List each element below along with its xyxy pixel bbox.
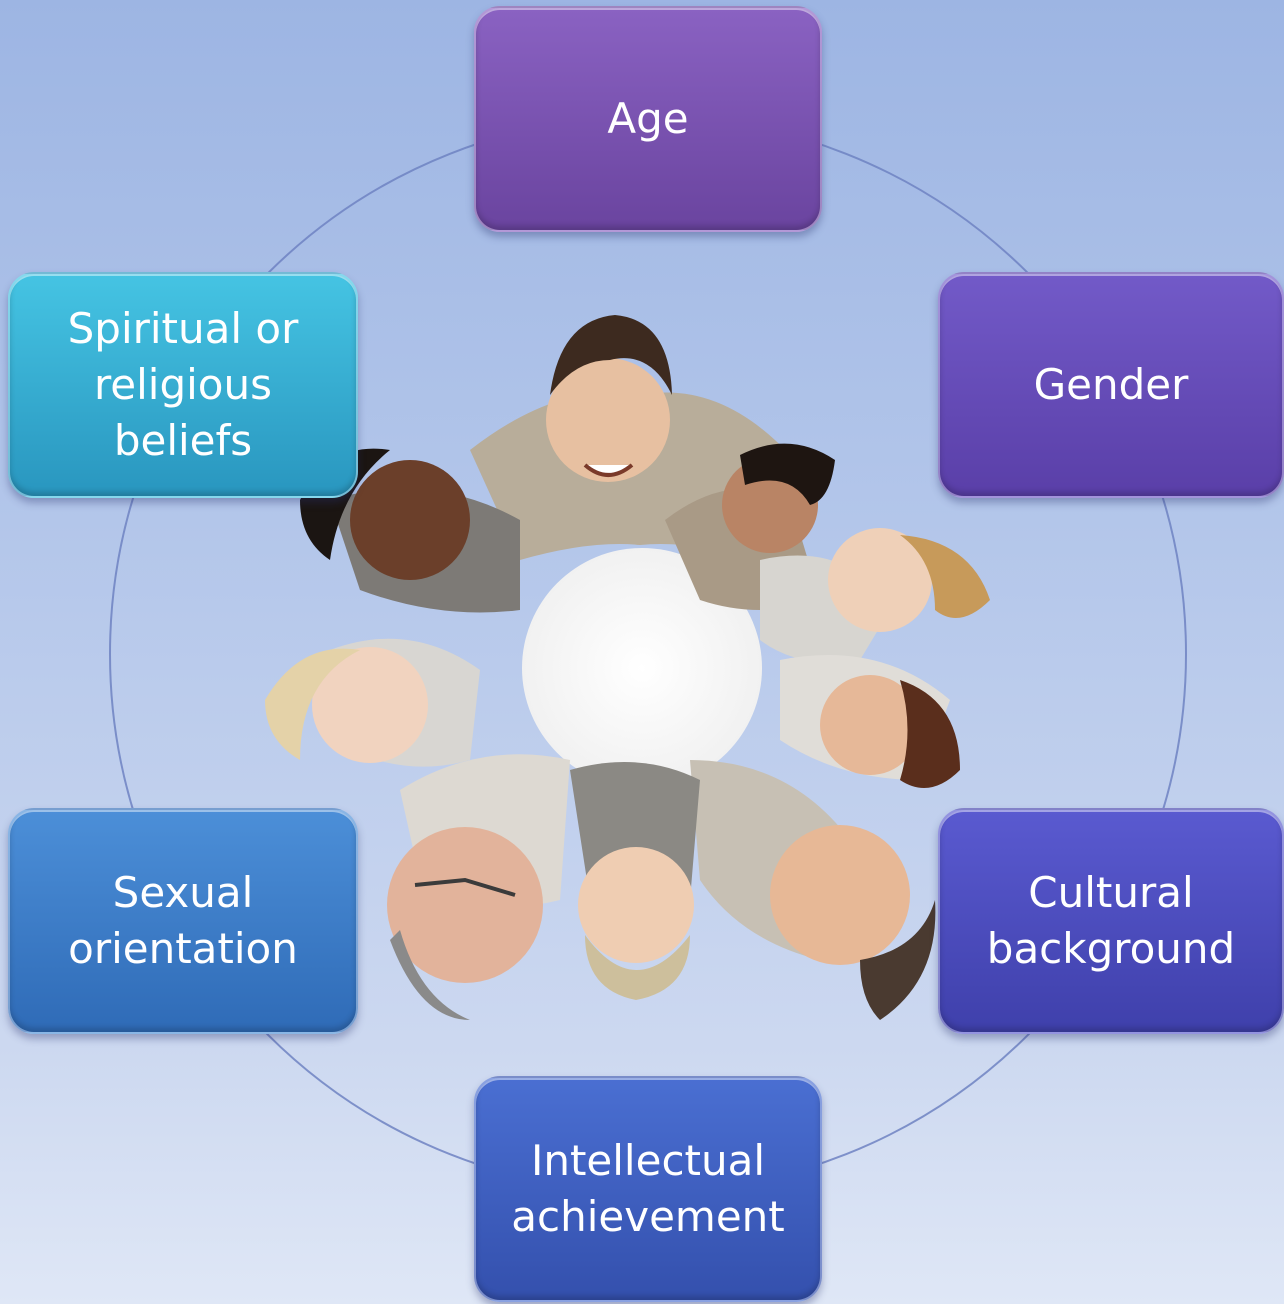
node-gender-label: Gender [1033, 360, 1189, 409]
person-left2-head [312, 647, 428, 763]
photo-center [522, 548, 762, 788]
node-cultural-background-label: Cultural background [986, 868, 1236, 973]
node-age-label: Age [607, 94, 689, 143]
person-top-head [546, 358, 670, 482]
person-right2-head [820, 675, 920, 775]
person-left1-head [350, 460, 470, 580]
node-cultural-background: Cultural background [938, 808, 1284, 1034]
node-spiritual-or-religious-beliefs: Spiritual or religious beliefs [8, 272, 358, 498]
node-intellectual-achievement: Intellectual achievement [474, 1076, 822, 1302]
person-right1-head [828, 528, 932, 632]
person-bottom-head [578, 847, 694, 963]
node-gender: Gender [938, 272, 1284, 498]
person-bottomleft-head [387, 827, 543, 983]
node-intellectual-achievement-label: Intellectual achievement [511, 1136, 785, 1241]
person-bottomright-head [770, 825, 910, 965]
node-age: Age [474, 6, 822, 232]
node-sexual-orientation-label: Sexual orientation [68, 868, 298, 973]
node-sexual-orientation: Sexual orientation [8, 808, 358, 1034]
node-spiritual-or-religious-beliefs-label: Spiritual or religious beliefs [67, 304, 299, 465]
people-ring [265, 315, 990, 1020]
